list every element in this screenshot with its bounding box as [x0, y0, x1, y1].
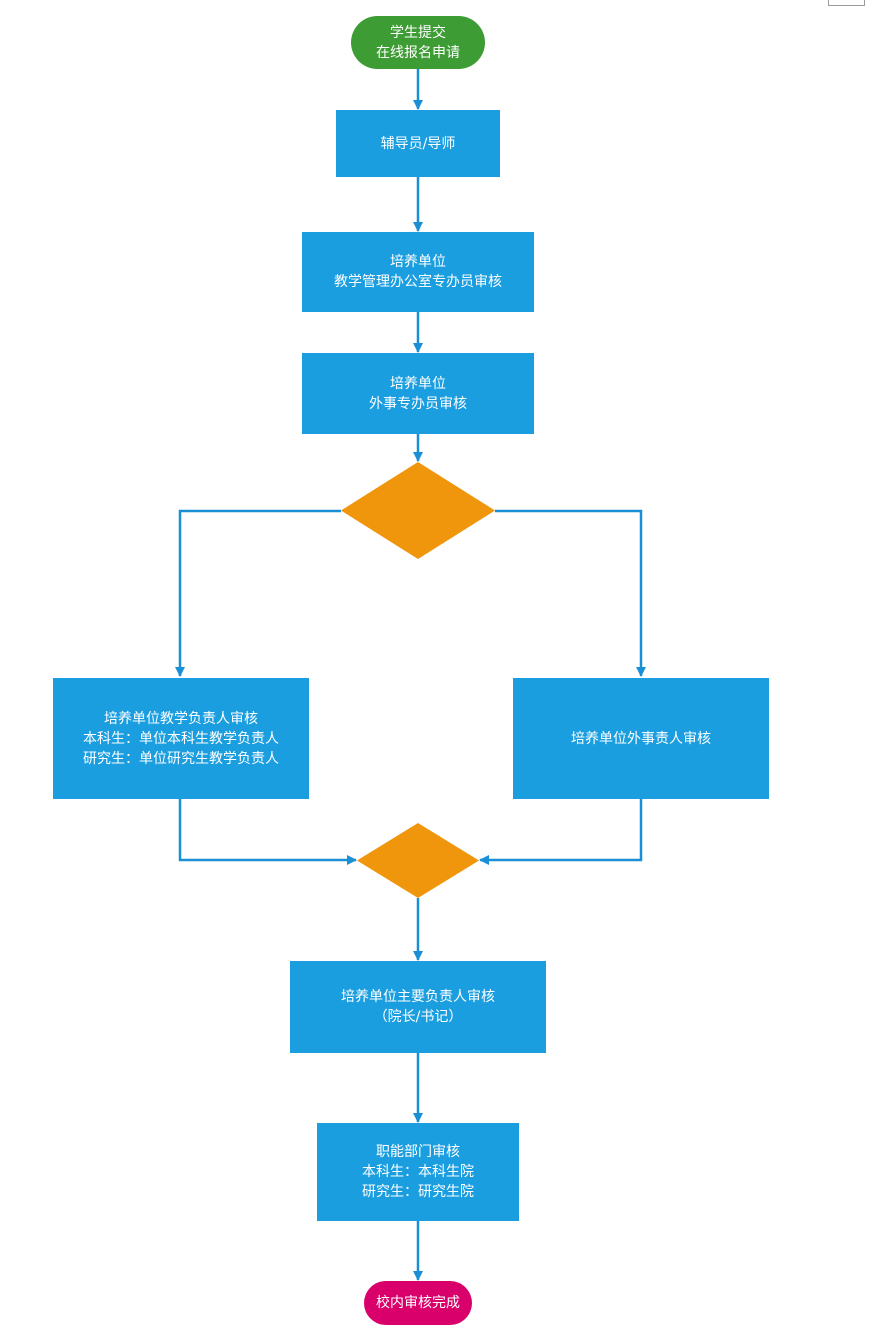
teaching-head-line-1: 培养单位教学负责人审核 [104, 710, 258, 727]
counselor-node-label: 辅导员/导师 [381, 134, 456, 154]
principal-line-1: 培养单位主要负责人审核 [341, 989, 495, 1005]
teaching-office-line-1: 培养单位 [390, 254, 446, 270]
start-node: 学生提交 在线报名申请 [351, 16, 485, 69]
end-line-1: 校内审核完成 [376, 1295, 460, 1311]
decision-diamond-top [341, 462, 495, 559]
foreign-affairs-head-review-node: 培养单位外事责人审核 [513, 678, 769, 799]
foreign-affairs-node-label: 培养单位 外事专办员审核 [369, 374, 467, 414]
edge-decision-to-teaching-head [175, 509, 341, 677]
functional-line-2: 本科生：本科生院 [362, 1164, 474, 1180]
teaching-office-node: 培养单位 教学管理办公室专办员审核 [302, 232, 534, 312]
foreign-head-line-1: 培养单位外事责人审核 [571, 730, 711, 747]
teaching-head-review-node: 培养单位教学负责人审核 本科生：单位本科生教学负责人 研究生：单位研究生教学负责… [53, 678, 309, 799]
foreign-affairs-node: 培养单位 外事专办员审核 [302, 353, 534, 434]
functional-line-1: 职能部门审核 [376, 1144, 460, 1160]
functional-line-3: 研究生：研究生院 [362, 1184, 474, 1200]
start-node-label: 学生提交 在线报名申请 [376, 23, 460, 63]
functional-dept-review-node: 职能部门审核 本科生：本科生院 研究生：研究生院 [317, 1123, 519, 1221]
edge-teaching-head-to-merge [178, 799, 357, 865]
decision-diamond-merge [357, 823, 479, 898]
end-node-label: 校内审核完成 [376, 1293, 460, 1313]
teaching-head-review-label: 培养单位教学负责人审核 本科生：单位本科生教学负责人 研究生：单位研究生教学负责… [83, 709, 279, 769]
teaching-head-line-2: 本科生：单位本科生教学负责人 [83, 730, 279, 747]
edge-decision-to-foreign-head [495, 509, 646, 677]
counselor-node: 辅导员/导师 [336, 110, 500, 177]
teaching-office-line-2: 教学管理办公室专办员审核 [334, 274, 502, 290]
principal-line-2: （院长/书记） [373, 1009, 463, 1025]
foreign-affairs-line-2: 外事专办员审核 [369, 395, 467, 412]
start-line-2: 在线报名申请 [376, 44, 460, 61]
end-node: 校内审核完成 [364, 1281, 472, 1325]
functional-dept-review-label: 职能部门审核 本科生：本科生院 研究生：研究生院 [362, 1142, 474, 1202]
foreign-affairs-head-review-label: 培养单位外事责人审核 [571, 729, 711, 749]
teaching-office-node-label: 培养单位 教学管理办公室专办员审核 [334, 252, 502, 292]
edge-foreign-head-to-merge [479, 799, 643, 865]
principal-review-node: 培养单位主要负责人审核 （院长/书记） [290, 961, 546, 1053]
counselor-line-1: 辅导员/导师 [380, 135, 456, 152]
foreign-affairs-line-1: 培养单位 [390, 375, 446, 392]
start-line-1: 学生提交 [390, 24, 446, 41]
principal-review-label: 培养单位主要负责人审核 （院长/书记） [341, 987, 495, 1027]
corner-control[interactable] [828, 0, 865, 6]
teaching-head-line-3: 研究生：单位研究生教学负责人 [83, 750, 279, 767]
